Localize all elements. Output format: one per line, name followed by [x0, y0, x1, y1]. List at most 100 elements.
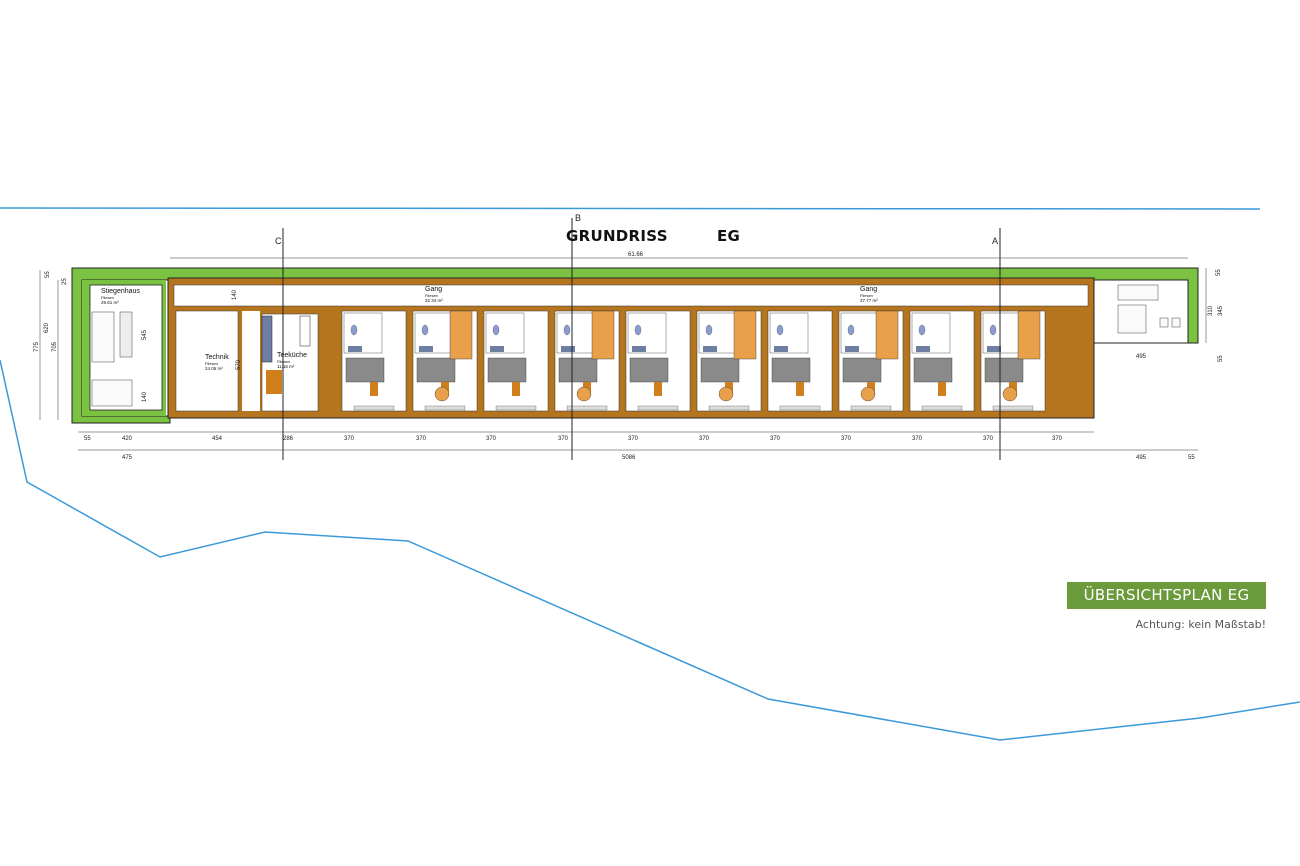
toilet-icon [563, 324, 571, 336]
desk-icon [654, 382, 662, 396]
wardrobe-icon [449, 310, 473, 360]
dimension-label: 286 [283, 436, 294, 442]
wardrobe-icon [591, 310, 615, 360]
bed-icon [487, 357, 527, 383]
shaft [860, 310, 899, 402]
dimension-label: 140 [142, 391, 148, 402]
dimension-label: 370 [841, 436, 852, 442]
dimension-label: 475 [122, 455, 133, 461]
sink-icon [774, 346, 788, 352]
guest-rooms [341, 310, 1046, 412]
window-icon [353, 405, 395, 411]
chair-icon [718, 386, 734, 402]
room-area: 29.61 m² [101, 300, 119, 305]
wardrobe-icon [733, 310, 757, 360]
room-name: Gang [425, 286, 442, 293]
window-icon [495, 405, 537, 411]
corridor [173, 284, 1089, 307]
bed-icon [842, 357, 882, 383]
shaft [1002, 310, 1041, 402]
guest-room [909, 310, 975, 412]
bed-icon [771, 357, 811, 383]
dimension-label: 370 [983, 436, 994, 442]
room-floor: Fliesen [101, 295, 114, 300]
dimension-label: 25 [62, 278, 68, 285]
stair-left [91, 311, 133, 407]
guest-room [341, 310, 407, 412]
dimension-label: 55 [84, 436, 91, 442]
window-icon [637, 405, 679, 411]
toilet-icon [492, 324, 500, 336]
dimension-label: 545 [142, 329, 148, 340]
room-area: 11.16 m² [277, 364, 295, 369]
dimension-label: 55 [45, 271, 51, 278]
toilet-icon [421, 324, 429, 336]
bed-icon [700, 357, 740, 383]
plan-title: GRUNDRISS [566, 227, 668, 245]
room-floor: Fliesen [425, 293, 438, 298]
reference-line [0, 207, 1261, 210]
sink-icon [703, 346, 717, 352]
dimension-label: 495 [1136, 455, 1147, 461]
desk-icon [370, 382, 378, 396]
dimension-label: 310 [1208, 305, 1214, 316]
sink-icon [419, 346, 433, 352]
dimension-label: 620 [44, 322, 50, 333]
room-area: 24.06 m² [205, 366, 223, 371]
window-icon [921, 405, 963, 411]
wardrobe-icon [875, 310, 899, 360]
window-icon [424, 405, 466, 411]
bed-icon [416, 357, 456, 383]
overview-badge: ÜBERSICHTSPLAN EG [1067, 582, 1266, 609]
shaft [434, 310, 473, 402]
window-icon [779, 405, 821, 411]
room-area: 32.34 m² [425, 298, 443, 303]
dimension-label: 370 [344, 436, 355, 442]
section-lines [282, 218, 1001, 460]
bed-icon [558, 357, 598, 383]
bed-icon [984, 357, 1024, 383]
room-name: Teeküche [277, 352, 307, 359]
wardrobe-icon [1017, 310, 1041, 360]
dimension-label: 775 [34, 341, 40, 352]
dimension-label: 370 [1052, 436, 1063, 442]
dimension-label: 370 [699, 436, 710, 442]
window-icon [992, 405, 1034, 411]
chair-icon [576, 386, 592, 402]
chair-icon [434, 386, 450, 402]
desk-icon [796, 382, 804, 396]
window-icon [708, 405, 750, 411]
toilet-icon [918, 324, 926, 336]
dimension-lines [39, 257, 1207, 451]
dimension-label: 370 [416, 436, 427, 442]
sink-icon [490, 346, 504, 352]
kitchen-units [261, 315, 311, 394]
terrain-line [0, 359, 1300, 741]
bed-icon [913, 357, 953, 383]
dimension-label: 495 [1136, 354, 1147, 360]
dimension-label: 55 [1216, 269, 1222, 276]
toilet-icon [705, 324, 713, 336]
dimension-label: 370 [770, 436, 781, 442]
dimension-label: 705 [52, 341, 58, 352]
shaft [718, 310, 757, 402]
sink-icon [987, 346, 1001, 352]
desk-icon [938, 382, 946, 396]
shaft [576, 310, 615, 402]
sink-icon [348, 346, 362, 352]
total-length: 61.66 [628, 252, 644, 258]
room-name: Stiegenhaus [101, 288, 140, 295]
dimension-label: 140 [232, 289, 238, 300]
room-floor: Fliesen [860, 293, 873, 298]
guest-room [767, 310, 833, 412]
toilet-icon [634, 324, 642, 336]
dimension-label: 345 [1218, 305, 1224, 316]
technik-room-b [242, 311, 260, 411]
sink-icon [845, 346, 859, 352]
window-icon [566, 405, 608, 411]
room-labels: Stiegenhaus Fliesen 29.61 m² Technik Fli… [101, 286, 878, 371]
guest-room [483, 310, 549, 412]
dimension-label: 370 [912, 436, 923, 442]
dimension-label: 454 [212, 436, 223, 442]
